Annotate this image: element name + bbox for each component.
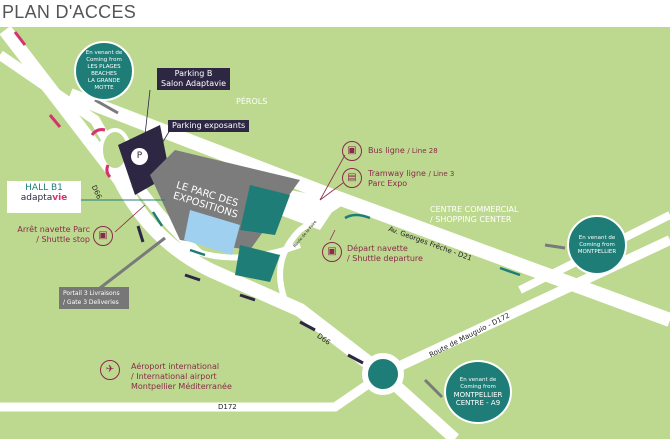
transit-lines	[114, 154, 346, 241]
road-mauguio	[380, 235, 670, 379]
shuttle-departure-label: Départ navette/ Shuttle departure	[347, 244, 423, 263]
teal-arrows	[151, 211, 521, 277]
parking-icon: P	[131, 148, 148, 165]
shuttle-stop-icon: ▣	[93, 226, 113, 246]
perols-label: PÉROLS	[236, 97, 268, 106]
bus-label: Bus ligne / Line 28	[368, 146, 438, 155]
roundabout-south	[362, 353, 404, 395]
gate-label: Portail 3 Livraisons/ Gate 3 Deliveries	[59, 287, 129, 309]
road-d66	[0, 25, 388, 380]
building-a	[240, 185, 290, 235]
airport-icon: ✈	[100, 360, 120, 380]
direction-arrows	[136, 225, 364, 365]
parking-exposants-label: Parking exposants	[168, 120, 250, 132]
hall-label: HALL B1	[25, 183, 63, 193]
road-label-d172: D172	[218, 403, 237, 411]
shuttle-departure-icon: ▣	[322, 242, 342, 262]
airport-label: Aéroport international/ International ai…	[131, 362, 232, 391]
roads	[0, 25, 670, 439]
shuttle-stop-label: Arrêt navette Parc/ Shuttle stop	[17, 225, 90, 244]
adaptavie-logo: adaptavie	[20, 193, 68, 203]
road-foire	[277, 197, 347, 302]
bus-icon: ▣	[342, 141, 362, 161]
page-title: PLAN D'ACCES	[2, 2, 137, 22]
hall-building	[184, 210, 240, 255]
pink-arrows	[13, 31, 112, 179]
shopping-label: CENTRE COMMERCIAL/ SHOPPING CENTER	[430, 205, 519, 224]
grey-arrows	[94, 98, 566, 399]
tram-icon: ▤	[342, 168, 362, 188]
hall-b1-badge: HALL B1 adaptavie	[7, 181, 81, 213]
